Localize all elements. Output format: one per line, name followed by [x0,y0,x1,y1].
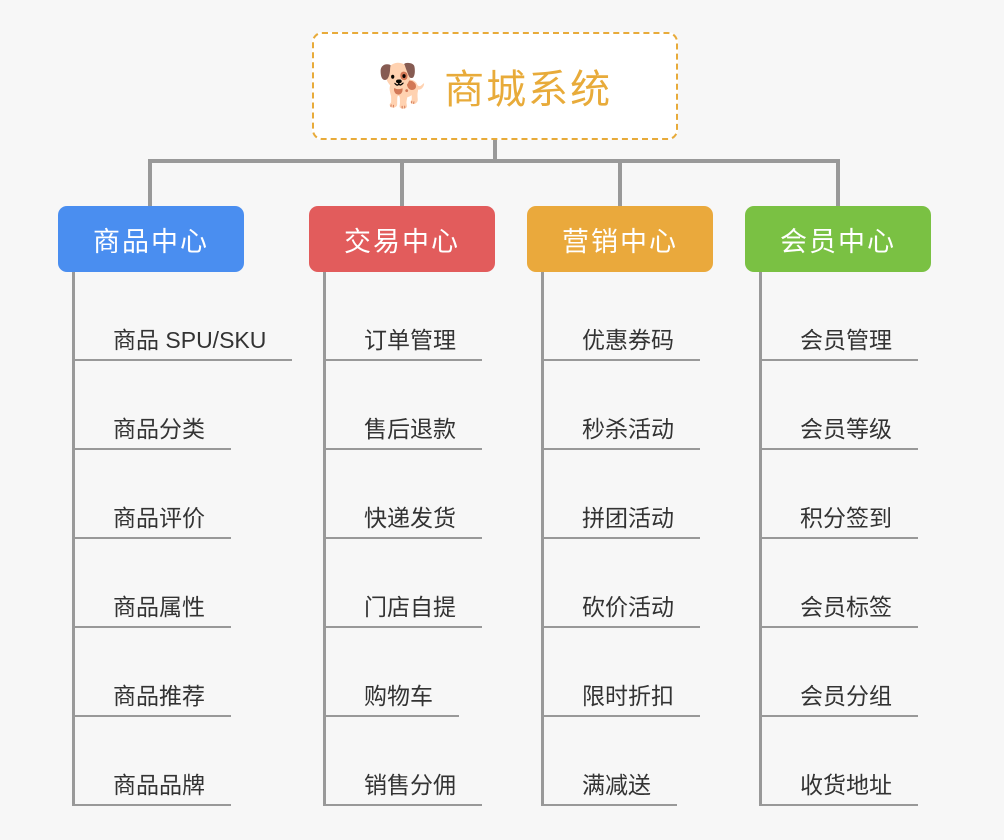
list-item[interactable]: 会员分组 [762,628,931,717]
connector-horizontal-bus [148,159,840,163]
list-item-label: 拼团活动 [544,505,700,539]
shiba-dog-icon: 🐕 [377,62,431,109]
branch-member-center: 会员中心 会员管理 会员等级 积分签到 会员标签 会员分组 收货地址 [745,206,931,806]
list-item[interactable]: 售后退款 [326,361,495,450]
list-item-label: 商品品牌 [75,772,231,806]
branch-header-label: 会员中心 [780,226,896,257]
list-item[interactable]: 销售分佣 [326,717,495,806]
list-item-label: 购物车 [326,683,459,717]
list-item-label: 商品评价 [75,505,231,539]
root-node[interactable]: 🐕 商城系统 [312,32,678,140]
list-item-label: 会员等级 [762,416,918,450]
list-item[interactable]: 门店自提 [326,539,495,628]
list-item-label: 会员管理 [762,327,918,361]
list-item[interactable]: 秒杀活动 [544,361,713,450]
branch-items-trade-center: 订单管理 售后退款 快递发货 门店自提 购物车 销售分佣 [323,272,495,806]
list-item[interactable]: 商品品牌 [75,717,292,806]
branch-items-product-center: 商品 SPU/SKU 商品分类 商品评价 商品属性 商品推荐 商品品牌 [72,272,293,806]
list-item[interactable]: 会员标签 [762,539,931,628]
list-item-label: 优惠券码 [544,327,700,361]
connector-root-stem [493,140,497,162]
list-item[interactable]: 优惠券码 [544,272,713,361]
list-item-label: 秒杀活动 [544,416,700,450]
list-item-label: 订单管理 [326,327,482,361]
branch-items-marketing-center: 优惠券码 秒杀活动 拼团活动 砍价活动 限时折扣 满减送 [541,272,713,806]
connector-drop-4 [836,159,840,207]
list-item-label: 砍价活动 [544,594,700,628]
branch-header-member-center[interactable]: 会员中心 [745,206,931,272]
list-item-label: 收货地址 [762,772,918,806]
list-item-label: 商品 SPU/SKU [75,327,293,361]
list-item[interactable]: 商品 SPU/SKU [75,272,293,361]
list-item-label: 限时折扣 [544,683,700,717]
list-item[interactable]: 商品属性 [75,539,292,628]
list-item[interactable]: 商品推荐 [75,628,292,717]
list-item[interactable]: 满减送 [544,717,713,806]
list-item-label: 销售分佣 [326,772,482,806]
list-item-label: 商品属性 [75,594,231,628]
list-item-label: 商品推荐 [75,683,231,717]
list-item[interactable]: 快递发货 [326,450,495,539]
branch-header-trade-center[interactable]: 交易中心 [309,206,495,272]
list-item[interactable]: 砍价活动 [544,539,713,628]
branch-items-member-center: 会员管理 会员等级 积分签到 会员标签 会员分组 收货地址 [759,272,931,806]
root-title: 商城系统 [444,68,613,112]
list-item[interactable]: 限时折扣 [544,628,713,717]
list-item[interactable]: 收货地址 [762,717,931,806]
list-item[interactable]: 商品分类 [75,361,292,450]
branch-marketing-center: 营销中心 优惠券码 秒杀活动 拼团活动 砍价活动 限时折扣 满减送 [527,206,713,806]
branch-header-product-center[interactable]: 商品中心 [58,206,244,272]
list-item-label: 商品分类 [75,416,231,450]
list-item-label: 会员标签 [762,594,918,628]
branch-header-label: 商品中心 [93,226,209,257]
list-item-label: 积分签到 [762,505,918,539]
list-item[interactable]: 订单管理 [326,272,495,361]
connector-drop-3 [618,159,622,207]
list-item[interactable]: 积分签到 [762,450,931,539]
connector-drop-1 [148,159,152,207]
list-item[interactable]: 会员等级 [762,361,931,450]
list-item-label: 满减送 [544,772,677,806]
connector-drop-2 [400,159,404,207]
list-item[interactable]: 商品评价 [75,450,292,539]
list-item[interactable]: 拼团活动 [544,450,713,539]
branch-trade-center: 交易中心 订单管理 售后退款 快递发货 门店自提 购物车 销售分佣 [309,206,495,806]
list-item-label: 快递发货 [326,505,482,539]
list-item[interactable]: 购物车 [326,628,495,717]
branch-product-center: 商品中心 商品 SPU/SKU 商品分类 商品评价 商品属性 商品推荐 商品品牌 [58,206,293,806]
list-item-label: 会员分组 [762,683,918,717]
branch-header-marketing-center[interactable]: 营销中心 [527,206,713,272]
list-item-label: 售后退款 [326,416,482,450]
branch-header-label: 交易中心 [344,226,460,257]
list-item[interactable]: 会员管理 [762,272,931,361]
branch-header-label: 营销中心 [562,226,678,257]
list-item-label: 门店自提 [326,594,482,628]
